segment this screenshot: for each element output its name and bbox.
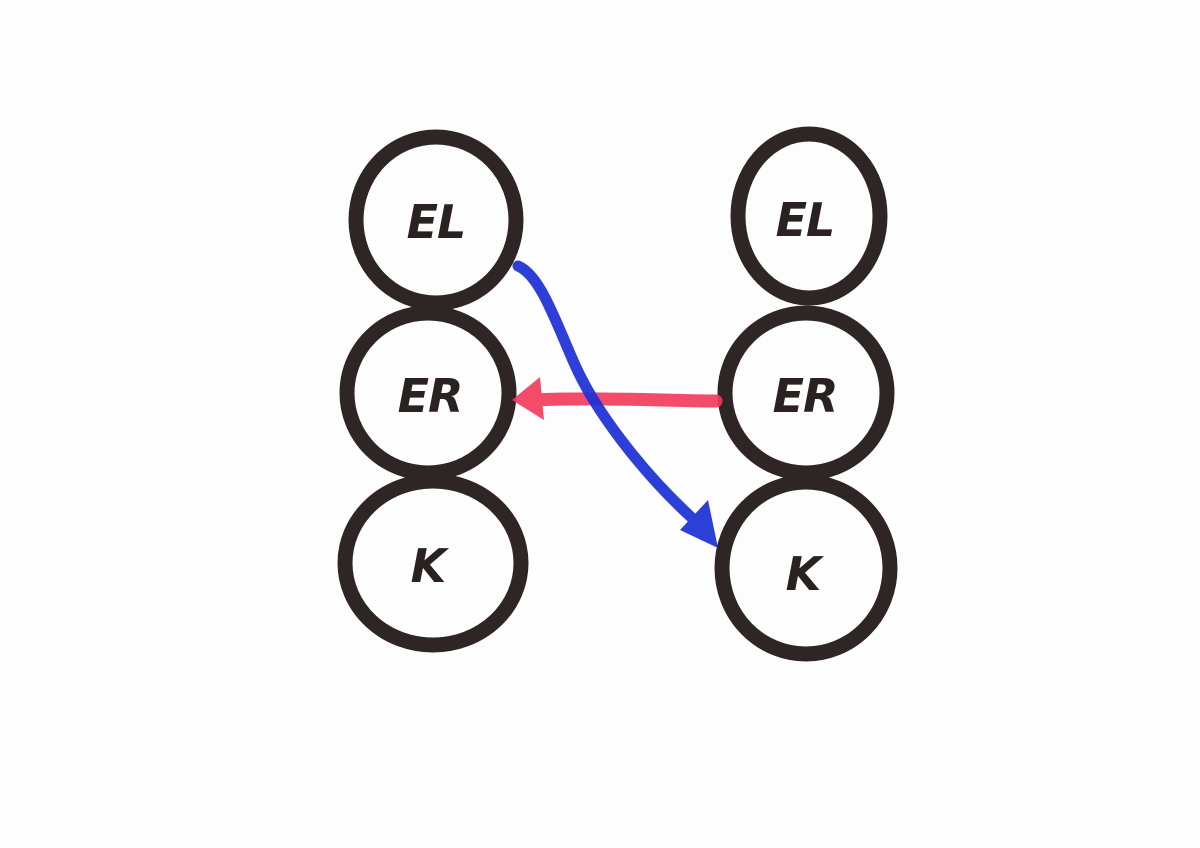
node-left-el: EL xyxy=(348,129,524,311)
node-left-er-circle xyxy=(339,305,517,481)
node-left-k-circle xyxy=(337,473,529,653)
node-right-el-circle xyxy=(730,126,888,306)
node-right-k-label: K xyxy=(786,547,825,601)
node-left-el-label: EL xyxy=(407,195,466,249)
node-left-er: ER xyxy=(339,305,517,481)
node-left-k: K xyxy=(337,473,529,653)
arrow-el-to-k xyxy=(512,260,718,548)
arrow-el-to-k-head xyxy=(680,500,718,548)
node-right-el-label: EL xyxy=(776,193,835,247)
node-right-k: K xyxy=(714,474,898,662)
arrow-er-to-er-shaft xyxy=(525,392,723,408)
node-right-el: EL xyxy=(730,126,888,306)
node-right-er-label: ER xyxy=(773,369,838,423)
node-right-k-circle xyxy=(714,474,898,662)
arrow-er-to-er-head xyxy=(512,377,544,420)
node-left-el-circle xyxy=(348,129,524,311)
node-left-er-label: ER xyxy=(398,369,463,423)
arrow-er-to-er xyxy=(512,377,723,420)
node-right-er: ER xyxy=(717,305,895,481)
node-right-er-circle xyxy=(717,305,895,481)
node-left-k-label: K xyxy=(411,539,450,593)
arrow-el-to-k-shaft xyxy=(512,260,698,524)
